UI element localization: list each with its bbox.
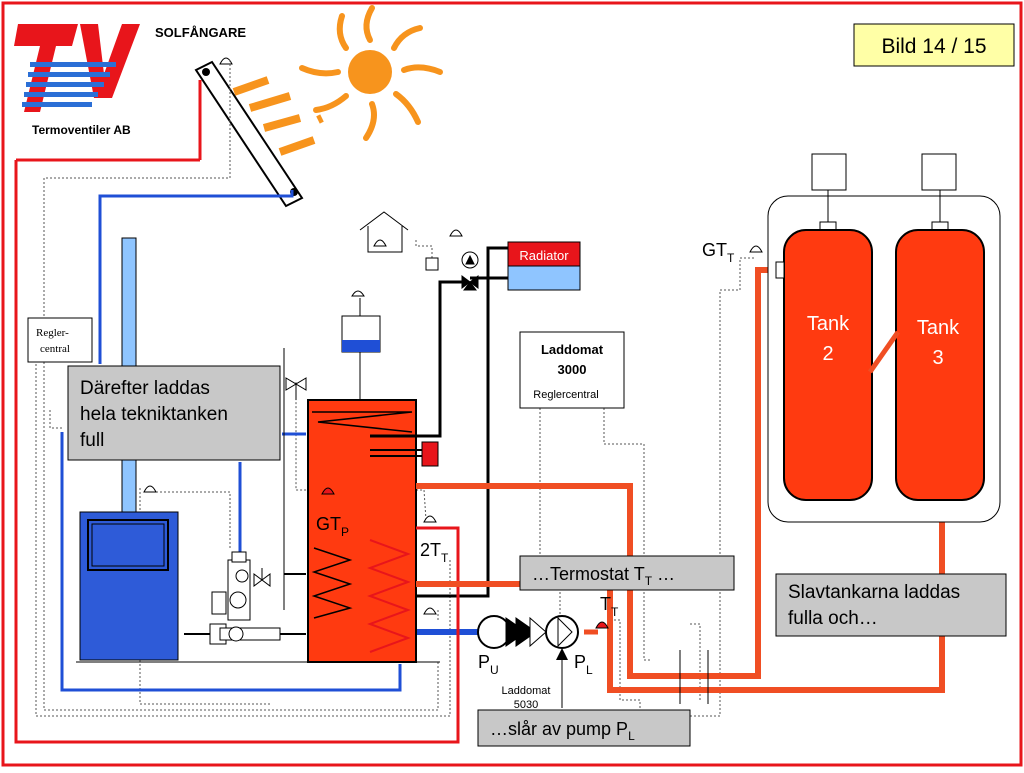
laddomat-3000-sub: Reglercentral xyxy=(533,389,598,401)
callout-termostat: …Termostat TT … xyxy=(519,555,735,591)
callout-pump-text: …slår av pump PL xyxy=(490,719,635,743)
tank-link-pipe xyxy=(867,330,901,374)
callout-tekniktank-line1: Därefter laddas xyxy=(80,378,210,399)
safety-valve xyxy=(285,377,307,400)
tank-3: Tank 3 xyxy=(895,153,985,501)
house-icon xyxy=(359,211,409,253)
pump-pl xyxy=(545,615,598,649)
technical-tank xyxy=(307,399,417,663)
tank-2-label-line1: Tank xyxy=(807,313,850,335)
regler-central-line1: Regler- xyxy=(36,327,69,339)
callout-slavtank-line2: fulla och… xyxy=(788,608,878,629)
laddomat-5030-line1: Laddomat xyxy=(502,685,551,697)
radiator-label: Radiator xyxy=(519,248,569,263)
gtt-label: GTT xyxy=(702,240,735,265)
lower-sensor-icon xyxy=(423,607,437,615)
mixing-valve xyxy=(461,251,479,291)
tank-3-label-line2: 3 xyxy=(932,347,943,369)
solar-collector-label: SOLFÅNGARE xyxy=(155,25,246,40)
two-tt-label: 2TT xyxy=(420,540,449,565)
termoventiler-logo xyxy=(14,24,140,112)
two-tt-sensor-icon xyxy=(423,515,437,523)
solar-collector xyxy=(194,57,304,208)
pu-label: PU xyxy=(478,652,499,677)
tank-2: Tank 2 xyxy=(775,153,873,501)
callout-tekniktank-line2: hela tekniktanken xyxy=(80,404,228,425)
gtp-label: GTP xyxy=(316,514,349,539)
boiler-sensor-icon xyxy=(143,485,157,493)
tank-3-label-line1: Tank xyxy=(917,317,960,339)
electric-heater xyxy=(370,441,439,467)
tank-2-label-line2: 2 xyxy=(822,343,833,365)
radiator-sensor-icon xyxy=(449,229,463,237)
tank-coils xyxy=(311,411,413,619)
boiler xyxy=(79,511,179,661)
callout-tekniktank-line3: full xyxy=(80,430,104,451)
thermostat-tt-icon xyxy=(595,621,609,629)
slide-counter: Bild 14 / 15 xyxy=(853,23,1015,67)
gtp-sensor-icon xyxy=(321,487,335,495)
company-name: Termoventiler AB xyxy=(32,123,131,137)
pump-pl-arrowhead xyxy=(556,648,568,660)
sun-icon xyxy=(299,5,443,141)
sun-rays xyxy=(232,76,324,156)
radiator: Radiator xyxy=(507,241,581,291)
laddomat-pump-group xyxy=(184,348,306,645)
regler-central-line2: central xyxy=(40,343,70,355)
small-sensor-box xyxy=(425,257,439,271)
expansion-vessel xyxy=(341,290,381,353)
laddomat-3000-line2: 3000 xyxy=(558,362,587,377)
callout-pump: …slår av pump PL xyxy=(477,709,691,747)
slide-counter-text: Bild 14 / 15 xyxy=(881,35,986,58)
pump-pu xyxy=(477,615,537,649)
callout-tekniktank: Därefter laddas hela tekniktanken full xyxy=(67,365,281,461)
callout-termostat-text: …Termostat TT … xyxy=(532,564,675,588)
gtt-sensor-icon xyxy=(749,245,763,253)
solar-coil xyxy=(367,539,411,653)
pl-label: PL xyxy=(574,652,593,677)
callout-slavtank: Slavtankarna laddas fulla och… xyxy=(775,573,1007,637)
tt-label: TT xyxy=(600,594,619,619)
laddomat-3000-line1: Laddomat xyxy=(541,342,604,357)
laddomat-3000-box: Laddomat 3000 Reglercentral xyxy=(519,331,625,409)
laddomat-5030-line2: 5030 xyxy=(514,699,538,711)
cold-pipes xyxy=(60,190,480,692)
callout-slavtank-line1: Slavtankarna laddas xyxy=(788,582,960,603)
pipe-break-marks xyxy=(679,650,709,704)
check-valve xyxy=(529,616,547,648)
regler-central-box: Regler- central xyxy=(27,317,93,363)
